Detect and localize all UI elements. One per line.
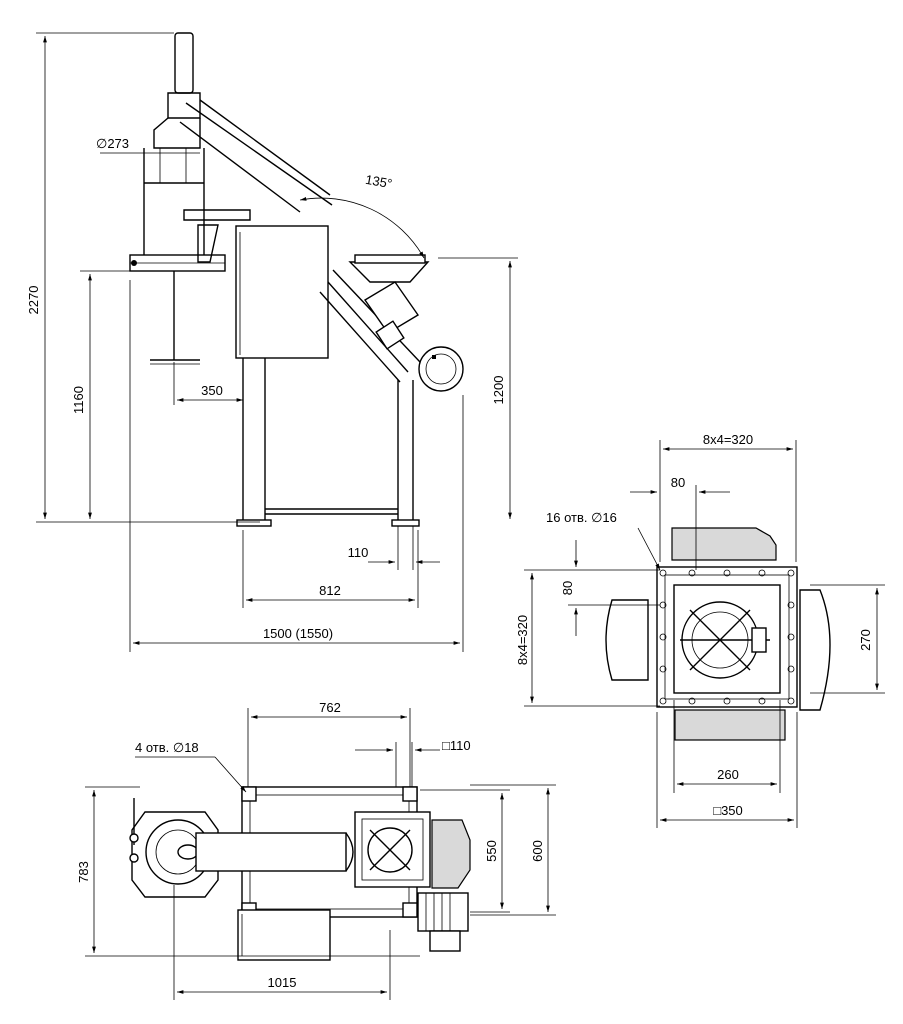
side-dimensions: 2270 1160 350 ∅273 135° 1200 110 812 — [26, 32, 518, 652]
plan-dimensions: 762 4 отв. ∅18 □110 550 600 783 1015 — [76, 700, 556, 1000]
dim-350-side: 350 — [201, 383, 223, 398]
dim-2270: 2270 — [26, 286, 41, 315]
dim-80-left: 80 — [560, 581, 575, 595]
dim-80-top: 80 — [671, 475, 685, 490]
dim-135-angle: 135° — [364, 172, 393, 191]
label-4-holes: 4 отв. ∅18 — [135, 740, 199, 755]
dim-1160: 1160 — [71, 386, 86, 414]
dim-110-square: □110 — [442, 738, 471, 753]
dim-1500: 1500 (1550) — [263, 626, 333, 641]
dim-110-side: 110 — [348, 545, 369, 560]
dim-1015: 1015 — [268, 975, 297, 990]
dim-8x4-left: 8x4=320 — [515, 615, 530, 665]
dim-762: 762 — [319, 700, 341, 715]
dim-350-square: □350 — [713, 803, 743, 818]
side-view — [129, 32, 464, 527]
flange-view — [605, 527, 831, 741]
flange-dimensions: 8x4=320 80 16 отв. ∅16 80 8x4=320 270 26… — [515, 432, 885, 828]
dim-600: 600 — [530, 840, 545, 862]
dim-270: 270 — [858, 629, 873, 651]
dim-260: 260 — [717, 767, 739, 782]
dim-1200: 1200 — [491, 376, 506, 405]
dim-8x4-top: 8x4=320 — [703, 432, 753, 447]
dim-550: 550 — [484, 840, 499, 862]
dim-812: 812 — [319, 583, 341, 598]
dim-273-pipe: ∅273 — [96, 136, 129, 151]
label-16-holes: 16 отв. ∅16 — [546, 510, 617, 525]
plan-view — [129, 786, 471, 961]
dim-783: 783 — [76, 861, 91, 883]
